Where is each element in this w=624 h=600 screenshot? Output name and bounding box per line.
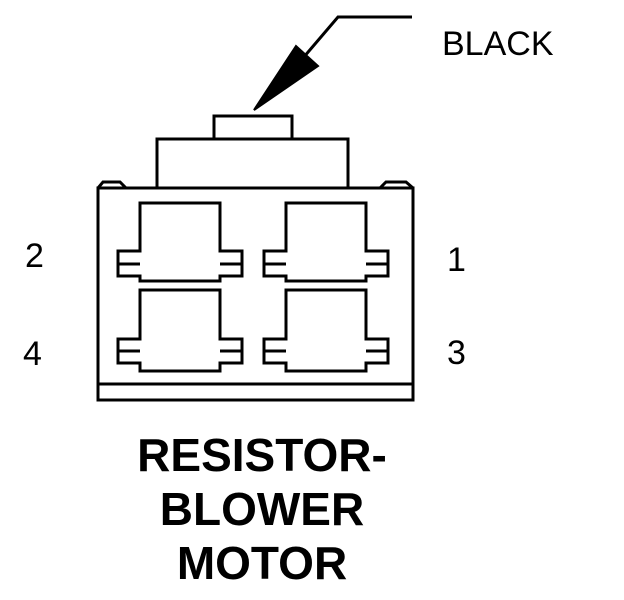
connector-left-shoulder <box>96 180 128 190</box>
cavity-pin-3 <box>262 288 390 373</box>
callout-arrowhead <box>253 44 320 111</box>
title-line-3: MOTOR <box>176 537 348 589</box>
cavity-pin-1 <box>262 201 390 283</box>
component-title: RESISTOR- BLOWER MOTOR <box>62 428 462 590</box>
cavity-pin-2 <box>116 201 244 283</box>
pin-label-4: 4 <box>23 335 42 373</box>
pin-label-3: 3 <box>447 334 466 372</box>
cavity-pin-4 <box>116 288 244 373</box>
connector-right-shoulder <box>378 180 414 190</box>
pin-label-1: 1 <box>447 241 466 279</box>
connector-body <box>96 186 415 402</box>
title-line-1: RESISTOR- <box>137 429 387 481</box>
connector-upper-housing <box>155 137 350 190</box>
wire-color-label: BLACK <box>442 25 554 63</box>
connector-lock-tab <box>212 114 294 141</box>
pin-label-2: 2 <box>25 237 44 275</box>
title-line-2: BLOWER <box>159 483 365 535</box>
